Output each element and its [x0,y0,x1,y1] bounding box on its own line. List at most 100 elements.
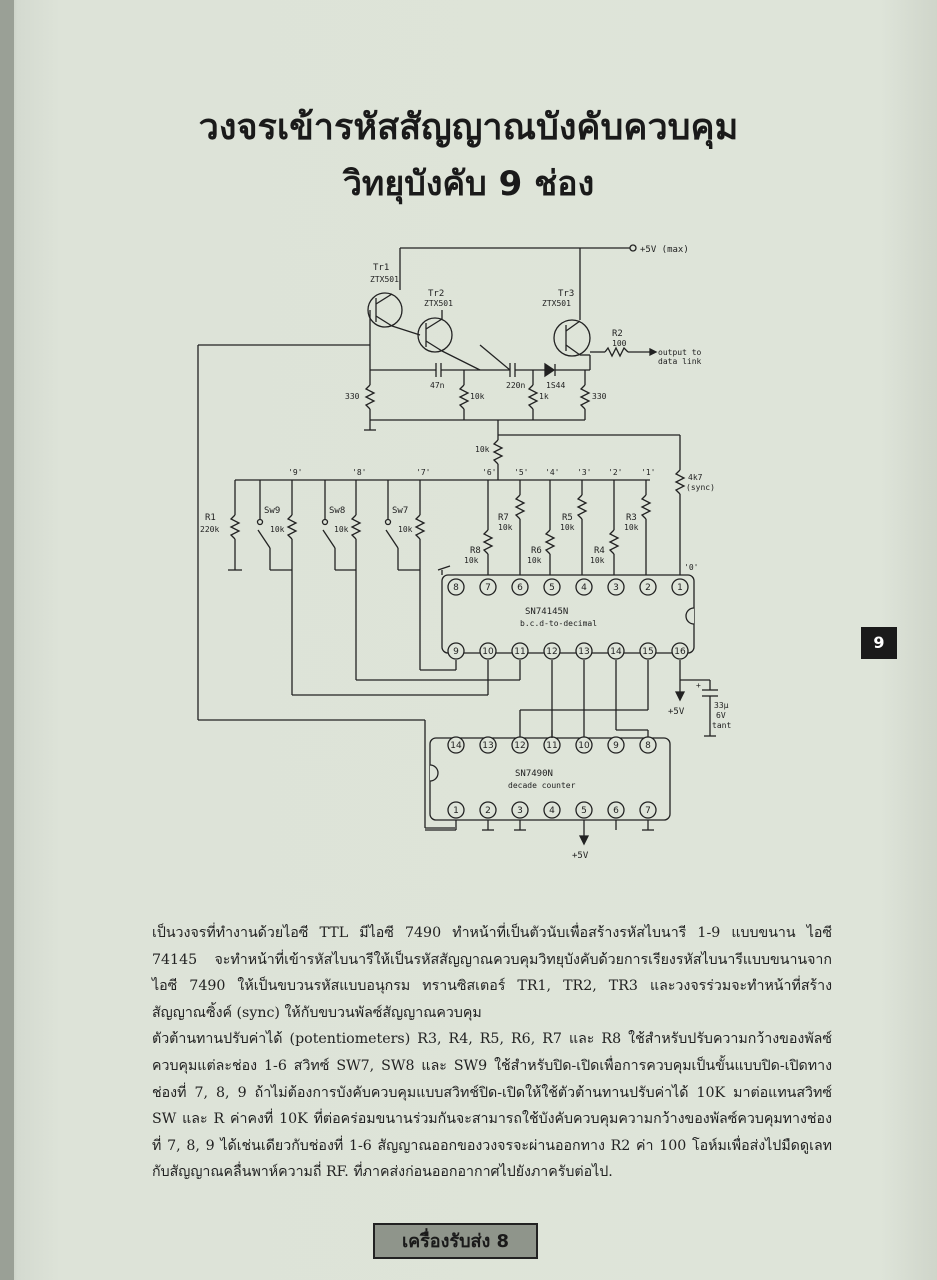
ic-pin-number: 5 [581,806,587,816]
ic-pin-number: 2 [485,806,491,816]
svg-text:ZTX501: ZTX501 [542,299,571,308]
ch7-label: '7' [416,468,430,477]
paragraph-2: ตัวต้านทานปรับค่าได้ (potentiometers) R3… [152,1031,832,1181]
r330a-label: 330 [345,392,360,401]
svg-text:R6: R6 [531,546,542,556]
page-title-line2: วิทยุบังคับ 9 ช่อง [342,164,595,204]
r330b-label: 330 [592,392,607,401]
ic-pin-number: 15 [642,647,653,657]
ic-pin [447,642,465,660]
ic-pin-number: 8 [645,741,651,751]
ic-pin [639,801,657,819]
output-label-2: data link [658,357,702,366]
ic-pin-number: 10 [578,741,590,751]
circuit-schematic: +5V (max) Tr1 ZTX501 Tr2 ZTX501 Tr3 ZTX5… [197,244,731,861]
ic-pin [639,642,657,660]
ic-pin-number: 4 [549,806,555,816]
svg-text:10k: 10k [464,556,479,565]
svg-text:R3: R3 [626,513,637,523]
paragraph-1: เป็นวงจรที่ทำงานด้วยไอซี TTL มีไอซี 7490… [152,925,832,1021]
svg-text:Sw9: Sw9 [264,506,280,516]
c220n-label: 220n [506,381,525,390]
ch1-label: '1' [641,468,655,477]
ch6-label: '6' [482,468,496,477]
ic-pin [543,642,561,660]
svg-text:R7: R7 [498,513,509,523]
svg-text:10k: 10k [590,556,605,565]
ic-pin-number: 7 [645,806,651,816]
ch8-label: '8' [352,468,366,477]
output-label-1: output to [658,348,702,357]
r1-name: R1 [205,513,216,523]
ic-pin-number: 2 [645,583,651,593]
ch5-label: '5' [514,468,528,477]
svg-text:10k: 10k [334,525,349,534]
svg-text:R4: R4 [594,546,605,556]
ic-pin-number: 14 [610,647,622,657]
ic-pin [607,578,625,596]
ic-pin-number: 10 [482,647,494,657]
svg-text:b.c.d-to-decimal: b.c.d-to-decimal [520,619,597,628]
ic-pin-number: 8 [453,583,459,593]
switch-sw9-group: Sw9 10k [256,480,298,571]
ic-pin-number: 14 [450,741,462,751]
svg-text:R8: R8 [470,546,481,556]
ic-pin [543,578,561,596]
ic-pin [479,736,497,754]
cap-plus: + [696,681,701,690]
ic-pin [575,736,593,754]
ic-pin-number: 12 [514,741,525,751]
ic-pin [639,578,657,596]
ic-pin [447,578,465,596]
ic-pin-number: 9 [453,647,459,657]
sync-label: (sync) [686,483,715,492]
svg-text:10k: 10k [560,523,575,532]
switch-sw7-group: Sw7 10k [384,480,426,571]
ic2-top-pins: 14 13 12 11 10 9 8 [447,736,657,754]
ic-pin [575,578,593,596]
page-title-line1: วงจรเข้ารหัสสัญญาณบังคับควบคุม [198,107,739,148]
svg-text:Tr2: Tr2 [428,289,444,299]
ic-pin-number: 13 [482,741,493,751]
transistor-tr3: Tr3 ZTX501 [542,289,591,357]
pot-columns: R8 10k R7 10k R6 10k R5 10k R4 10k R3 10… [464,480,652,575]
ic-pin [607,801,625,819]
supply-label: +5V (max) [640,245,689,255]
svg-text:10k: 10k [624,523,639,532]
ic-pin [671,642,689,660]
ic-pin-number: 9 [613,741,619,751]
ch9-label: '9' [288,468,302,477]
svg-text:10k: 10k [527,556,542,565]
diode-label: 1S44 [546,381,565,390]
ic-pin-number: 1 [453,806,459,816]
ic-pin [607,642,625,660]
transistor-tr2: Tr2 ZTX501 [417,289,453,353]
ic-pin-number: 6 [613,806,619,816]
ic-pin [575,801,593,819]
ic-pin-number: 4 [581,583,587,593]
r2-value: 100 [612,339,627,348]
page-binding-edge [0,0,14,1280]
svg-text:10k: 10k [498,523,513,532]
ic-pin-number: 1 [677,583,683,593]
ic-pin [639,736,657,754]
ic-pin [671,578,689,596]
svg-text:Sw8: Sw8 [329,506,345,516]
switch-sw8-group: Sw8 10k [321,480,362,571]
r10k-b-label: 10k [475,445,490,454]
ic-pin [575,642,593,660]
ic-pin-number: 5 [549,583,555,593]
ic-pin [479,801,497,819]
ic-sn74145n: SN74145N b.c.d-to-decimal [441,574,695,654]
r1k-label: 1k [539,392,549,401]
ic-pin-number: 11 [546,741,557,751]
ic-pin-number: 16 [674,647,686,657]
svg-text:SN7490N: SN7490N [515,769,553,779]
svg-text:10k: 10k [270,525,285,534]
plus5v-ic2: +5V [572,851,589,861]
c47n-label: 47n [430,381,445,390]
chapter-tab: 9 [861,627,897,659]
svg-text:SN74145N: SN74145N [525,607,568,617]
